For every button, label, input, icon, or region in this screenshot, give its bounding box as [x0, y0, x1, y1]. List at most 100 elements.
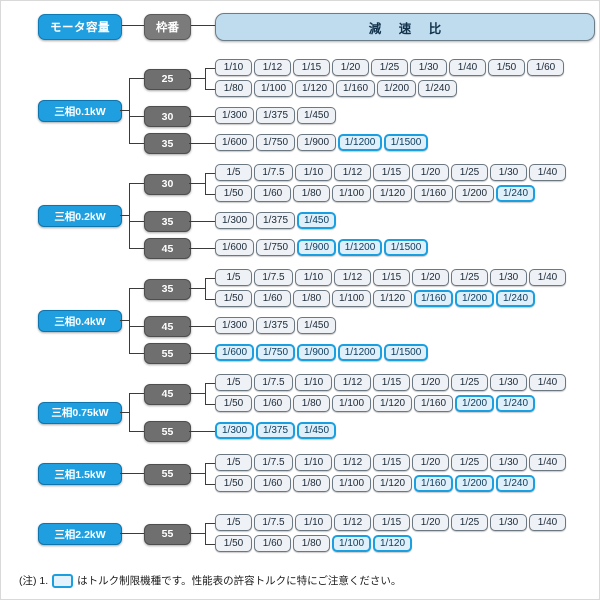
- ratio-cell[interactable]: 1/30: [490, 374, 527, 391]
- frame-number-box[interactable]: 55: [144, 421, 191, 442]
- ratio-cell[interactable]: 1/15: [373, 454, 410, 471]
- ratio-cell[interactable]: 1/300: [215, 317, 254, 334]
- ratio-cell[interactable]: 1/7.5: [254, 164, 293, 181]
- ratio-cell[interactable]: 1/12: [334, 454, 371, 471]
- ratio-cell[interactable]: 1/60: [254, 535, 291, 552]
- ratio-cell[interactable]: 1/30: [410, 59, 447, 76]
- frame-number-box[interactable]: 35: [144, 133, 191, 154]
- ratio-cell[interactable]: 1/12: [334, 164, 371, 181]
- motor-capacity-box[interactable]: 三相0.1kW: [38, 100, 122, 123]
- ratio-cell[interactable]: 1/20: [412, 164, 449, 181]
- ratio-cell[interactable]: 1/5: [215, 514, 252, 531]
- frame-number-box[interactable]: 35: [144, 211, 191, 232]
- ratio-cell[interactable]: 1/100: [332, 475, 371, 492]
- ratio-cell-torque-limited[interactable]: 1/100: [332, 535, 371, 552]
- ratio-cell[interactable]: 1/25: [451, 269, 488, 286]
- frame-number-box[interactable]: 35: [144, 278, 191, 300]
- ratio-cell[interactable]: 1/120: [373, 475, 412, 492]
- ratio-cell[interactable]: 1/450: [297, 317, 336, 334]
- ratio-cell[interactable]: 1/30: [490, 514, 527, 531]
- frame-number-box[interactable]: 55: [144, 343, 191, 364]
- frame-number-box[interactable]: 45: [144, 383, 191, 405]
- ratio-cell[interactable]: 1/30: [490, 164, 527, 181]
- ratio-cell[interactable]: 1/12: [334, 374, 371, 391]
- ratio-cell-torque-limited[interactable]: 1/240: [496, 185, 535, 202]
- ratio-cell[interactable]: 1/60: [527, 59, 564, 76]
- ratio-cell-torque-limited[interactable]: 1/450: [297, 422, 336, 439]
- motor-capacity-box[interactable]: 三相0.75kW: [38, 401, 122, 424]
- ratio-cell[interactable]: 1/750: [256, 239, 295, 256]
- ratio-cell[interactable]: 1/50: [215, 535, 252, 552]
- ratio-cell[interactable]: 1/20: [412, 514, 449, 531]
- ratio-cell[interactable]: 1/40: [529, 374, 566, 391]
- ratio-cell-torque-limited[interactable]: 1/1500: [384, 344, 428, 361]
- ratio-cell-torque-limited[interactable]: 1/600: [215, 344, 254, 361]
- ratio-cell[interactable]: 1/15: [373, 514, 410, 531]
- frame-number-box[interactable]: 30: [144, 106, 191, 127]
- ratio-cell[interactable]: 1/50: [488, 59, 525, 76]
- ratio-cell[interactable]: 1/15: [373, 374, 410, 391]
- motor-capacity-box[interactable]: 三相1.5kW: [38, 463, 122, 485]
- ratio-cell[interactable]: 1/20: [412, 374, 449, 391]
- ratio-cell-torque-limited[interactable]: 1/450: [297, 212, 336, 229]
- ratio-cell[interactable]: 1/25: [451, 374, 488, 391]
- ratio-cell[interactable]: 1/30: [490, 454, 527, 471]
- ratio-cell[interactable]: 1/300: [215, 212, 254, 229]
- ratio-cell[interactable]: 1/7.5: [254, 269, 293, 286]
- ratio-cell-torque-limited[interactable]: 1/160: [414, 290, 453, 307]
- ratio-cell-torque-limited[interactable]: 1/160: [414, 475, 453, 492]
- ratio-cell-torque-limited[interactable]: 1/375: [256, 422, 295, 439]
- ratio-cell-torque-limited[interactable]: 1/200: [455, 290, 494, 307]
- ratio-cell-torque-limited[interactable]: 1/200: [455, 475, 494, 492]
- ratio-cell[interactable]: 1/600: [215, 134, 254, 151]
- ratio-cell[interactable]: 1/120: [373, 185, 412, 202]
- ratio-cell[interactable]: 1/50: [215, 395, 252, 412]
- ratio-cell[interactable]: 1/80: [293, 475, 330, 492]
- ratio-cell[interactable]: 1/50: [215, 290, 252, 307]
- ratio-cell[interactable]: 1/25: [451, 514, 488, 531]
- ratio-cell[interactable]: 1/12: [334, 269, 371, 286]
- ratio-cell-torque-limited[interactable]: 1/1200: [338, 344, 382, 361]
- ratio-cell[interactable]: 1/12: [254, 59, 291, 76]
- ratio-cell[interactable]: 1/375: [256, 212, 295, 229]
- ratio-cell[interactable]: 1/15: [373, 269, 410, 286]
- ratio-cell[interactable]: 1/120: [373, 395, 412, 412]
- ratio-cell[interactable]: 1/60: [254, 185, 291, 202]
- ratio-cell-torque-limited[interactable]: 1/240: [496, 475, 535, 492]
- ratio-cell-torque-limited[interactable]: 1/900: [297, 344, 336, 361]
- ratio-cell[interactable]: 1/200: [377, 80, 416, 97]
- ratio-cell[interactable]: 1/160: [414, 395, 453, 412]
- ratio-cell[interactable]: 1/40: [449, 59, 486, 76]
- motor-capacity-box[interactable]: 三相0.2kW: [38, 205, 122, 228]
- ratio-cell[interactable]: 1/240: [418, 80, 457, 97]
- ratio-cell-torque-limited[interactable]: 1/1500: [384, 239, 428, 256]
- ratio-cell[interactable]: 1/10: [295, 374, 332, 391]
- ratio-cell[interactable]: 1/5: [215, 164, 252, 181]
- ratio-cell[interactable]: 1/20: [412, 454, 449, 471]
- ratio-cell-torque-limited[interactable]: 1/1200: [338, 239, 382, 256]
- ratio-cell[interactable]: 1/20: [332, 59, 369, 76]
- ratio-cell[interactable]: 1/600: [215, 239, 254, 256]
- ratio-cell-torque-limited[interactable]: 1/900: [297, 239, 336, 256]
- ratio-cell[interactable]: 1/25: [371, 59, 408, 76]
- ratio-cell[interactable]: 1/40: [529, 269, 566, 286]
- ratio-cell[interactable]: 1/100: [332, 185, 371, 202]
- ratio-cell[interactable]: 1/5: [215, 269, 252, 286]
- ratio-cell-torque-limited[interactable]: 1/300: [215, 422, 254, 439]
- ratio-cell[interactable]: 1/7.5: [254, 374, 293, 391]
- ratio-cell[interactable]: 1/375: [256, 107, 295, 124]
- ratio-cell[interactable]: 1/5: [215, 374, 252, 391]
- ratio-cell[interactable]: 1/450: [297, 107, 336, 124]
- ratio-cell[interactable]: 1/60: [254, 290, 291, 307]
- frame-number-box[interactable]: 45: [144, 316, 191, 337]
- ratio-cell[interactable]: 1/900: [297, 134, 336, 151]
- ratio-cell[interactable]: 1/40: [529, 514, 566, 531]
- ratio-cell-torque-limited[interactable]: 1/240: [496, 395, 535, 412]
- ratio-cell[interactable]: 1/80: [293, 395, 330, 412]
- ratio-cell[interactable]: 1/300: [215, 107, 254, 124]
- frame-number-box[interactable]: 45: [144, 238, 191, 259]
- ratio-cell-torque-limited[interactable]: 1/1200: [338, 134, 382, 151]
- ratio-cell-torque-limited[interactable]: 1/200: [455, 395, 494, 412]
- ratio-cell[interactable]: 1/100: [254, 80, 293, 97]
- ratio-cell[interactable]: 1/25: [451, 454, 488, 471]
